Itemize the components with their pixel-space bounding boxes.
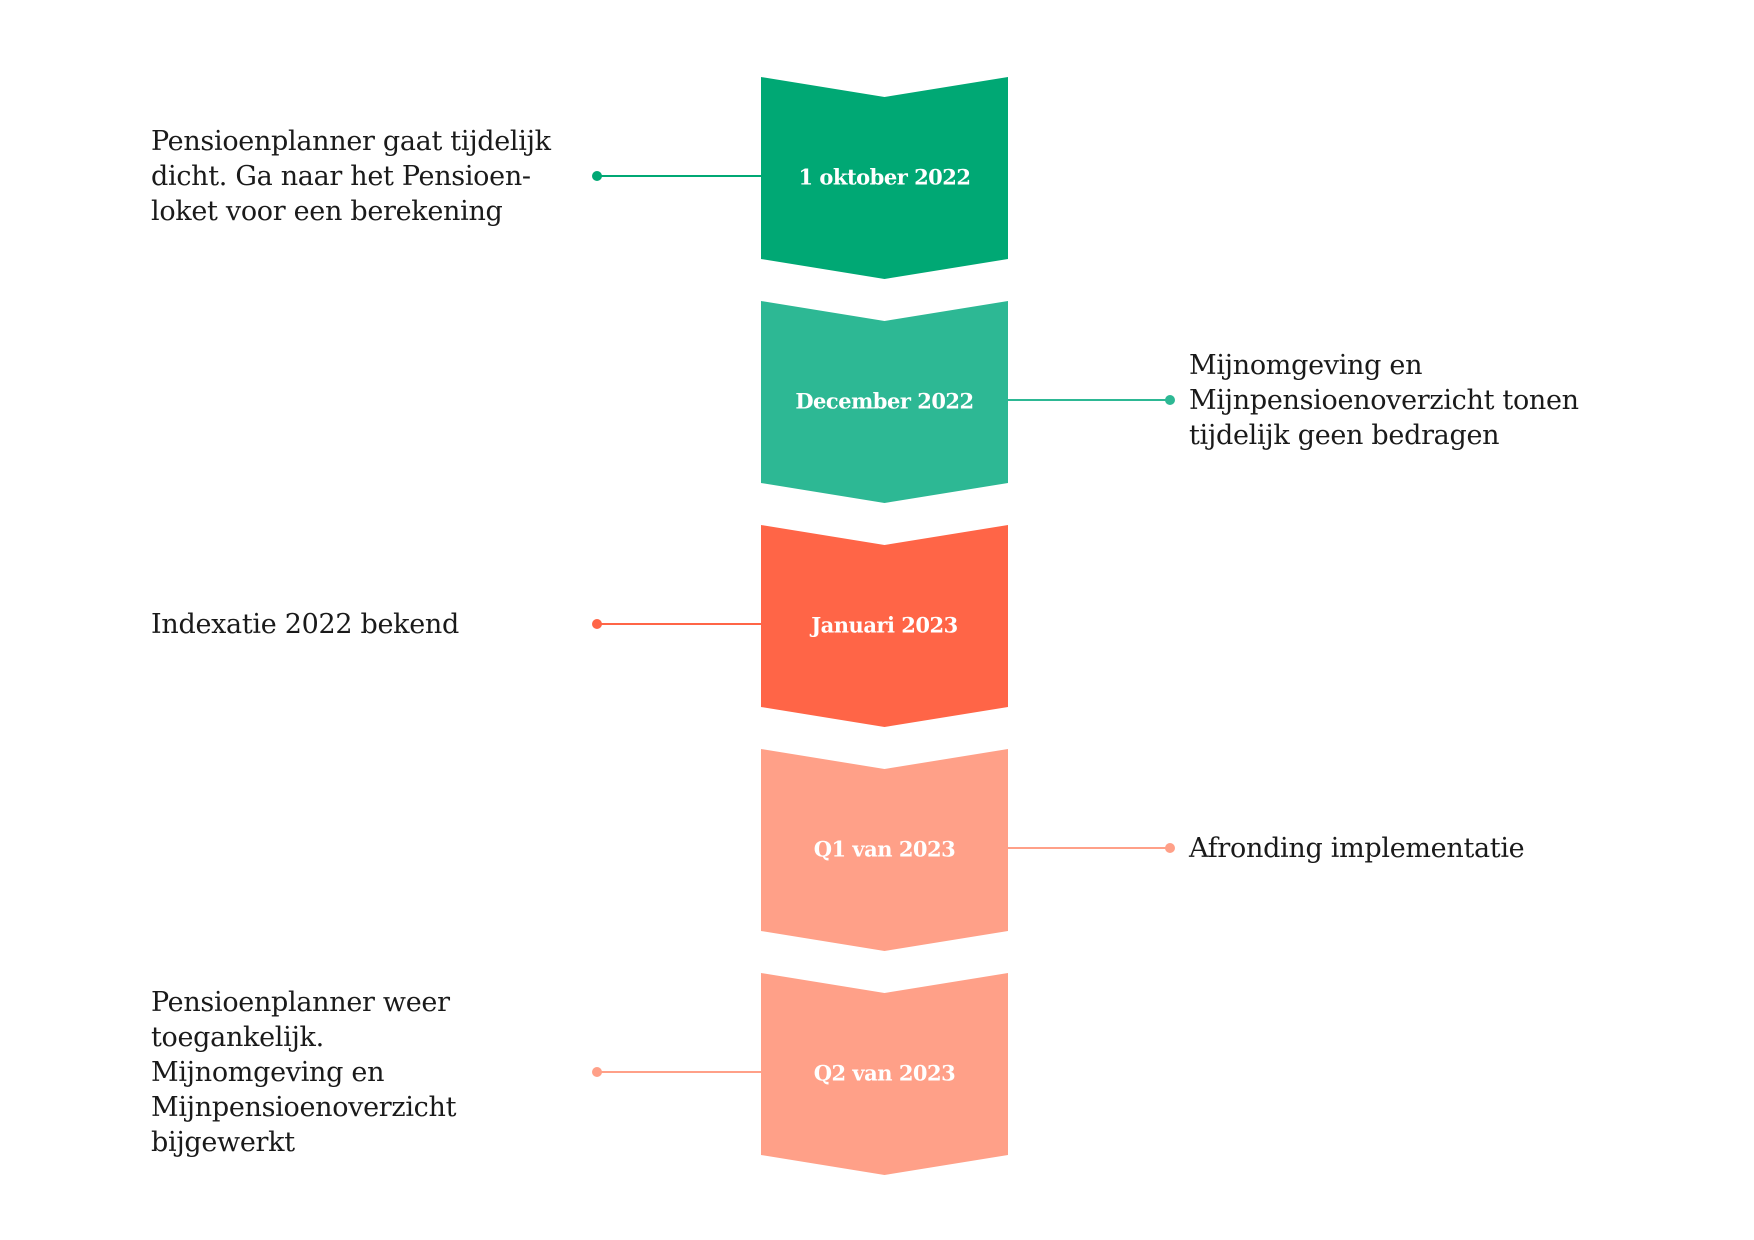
connector-dot [592,1067,602,1077]
connector-dot [592,619,602,629]
milestone-date: Q1 van 2023 [814,837,956,862]
milestone-description: Afronding implementatie [1189,831,1525,866]
description-line: loket voor een berekening [151,195,503,227]
milestone-description: Indexatie 2022 bekend [151,607,459,642]
milestone-chevron [761,973,1008,1175]
milestone-date: Q2 van 2023 [814,1061,956,1086]
description-line: bijgewerkt [151,1126,295,1158]
description-line: Pensioenplanner weer [151,986,450,1018]
description-line: tijdelijk geen bedragen [1189,419,1500,451]
milestone-date: December 2022 [795,389,973,414]
description-line: Mijnpensioenoverzicht tonen [1189,384,1579,416]
description-line: Pensioenplanner gaat tijdelijk [151,125,551,157]
description-line: Mijnpensioenoverzicht [151,1091,457,1123]
description-line: Mijnomgeving en [151,1056,385,1088]
description-line: Afronding implementatie [1189,832,1525,864]
milestone-chevron [761,749,1008,951]
connector-lines [592,171,1175,1077]
milestone-date: 1 oktober 2022 [798,165,970,190]
description-line: dicht. Ga naar het Pensioen- [151,160,531,192]
connector-dot [1165,395,1175,405]
description-line: Indexatie 2022 bekend [151,608,459,640]
connector-dot [592,171,602,181]
milestone-chevron [761,301,1008,503]
description-line: toegankelijk. [151,1021,324,1053]
milestone-chevron [761,77,1008,279]
milestone-date: Januari 2023 [809,613,958,638]
description-line: Mijnomgeving en [1189,349,1423,381]
milestone-chevron [761,525,1008,727]
connector-dot [1165,843,1175,853]
